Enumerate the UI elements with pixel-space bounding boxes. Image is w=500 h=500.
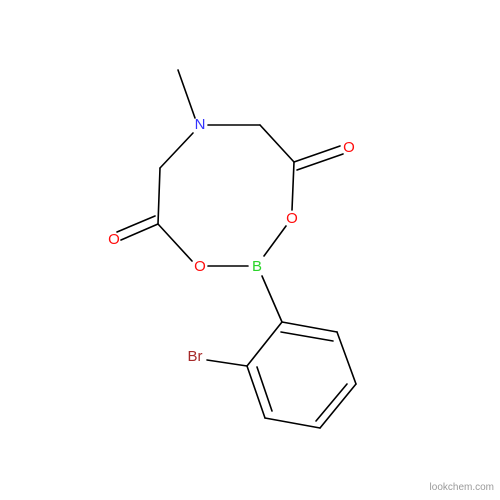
bond-ring-inner-3 (256, 366, 273, 412)
bond-ring-inner-1 (280, 331, 334, 342)
bond-n-ch2-left (159, 132, 194, 169)
bond-c2-br (206, 359, 248, 367)
bond-ring-c3-c4 (264, 417, 321, 429)
atom-br-label: Br (188, 348, 203, 365)
bond-c-oring-left (157, 223, 193, 262)
bond-ch2-c-left (157, 167, 161, 225)
bond-ring-inner-2 (315, 383, 348, 422)
bond-oring-right-b (263, 225, 287, 257)
bond-c-o-double-right-b (296, 153, 344, 171)
bonds (116, 69, 357, 429)
atom-o-ring-left-label: O (194, 258, 206, 275)
bond-c-o-double-right-a (293, 145, 341, 163)
atom-b-label: B (252, 258, 262, 275)
bond-c-oring-right (291, 161, 295, 211)
atom-labels: N O O O O B Br (108, 116, 355, 365)
bond-b-phenyl (261, 275, 283, 323)
bond-methyl-n (177, 69, 196, 119)
bond-ring-c2-c3 (246, 365, 266, 419)
bond-c-o-double-left-b (116, 215, 156, 233)
atom-o-ring-right-label: O (286, 210, 298, 227)
bond-ring-c4-c5 (319, 383, 357, 429)
atom-o-carbonyl-left-label: O (108, 231, 120, 248)
bond-ring-c6-c1 (281, 321, 338, 333)
atom-o-carbonyl-right-label: O (343, 139, 355, 156)
watermark-text: lookchem.com (430, 482, 494, 493)
bond-ch2-c-right (259, 124, 295, 163)
bond-ring-c1-c2 (246, 321, 283, 367)
atom-n-label: N (195, 116, 206, 133)
bond-c-o-double-left-a (120, 223, 159, 241)
bond-ring-c5-c6 (336, 331, 357, 385)
